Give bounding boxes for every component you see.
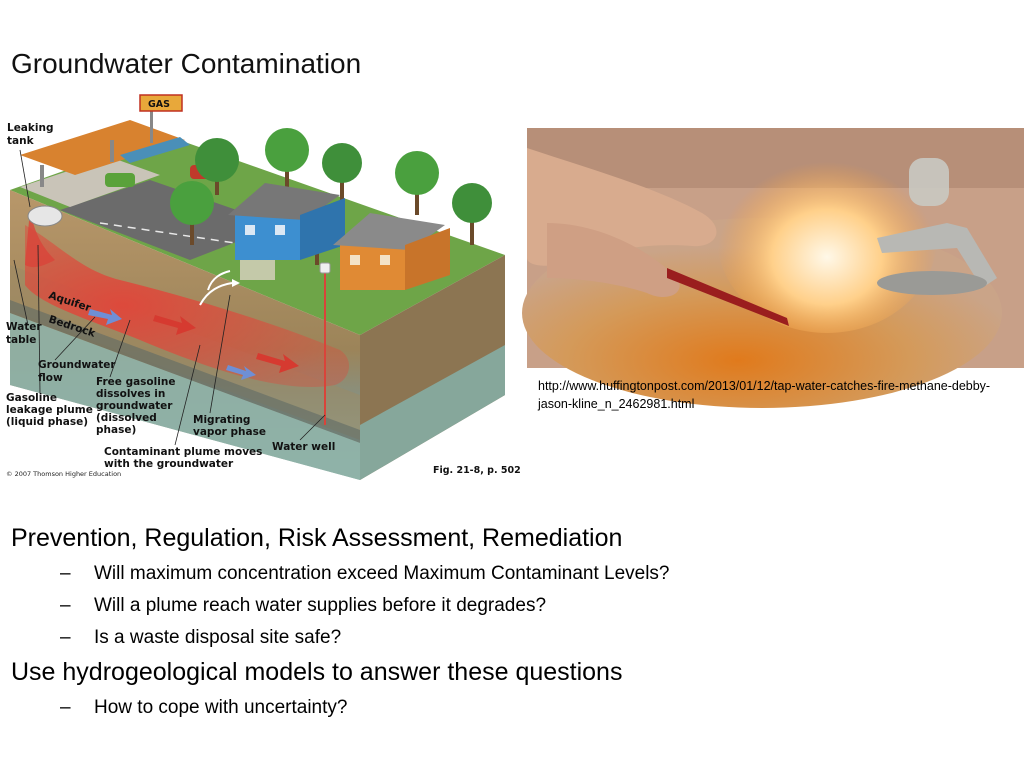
groundwater-flow-arrow-2 [226, 365, 256, 380]
tap-water-fire-photo [522, 128, 1024, 408]
label-leaking-tank-1: Leaking [7, 122, 53, 134]
water-well [319, 262, 331, 274]
dash-marker: – [60, 595, 71, 616]
sub-bullet-plume: – Will a plume reach water supplies befo… [11, 590, 1011, 622]
bullet-prevention: Prevention, Regulation, Risk Assessment,… [11, 524, 623, 552]
diagram-copyright: © 2007 Thomson Higher Education [6, 470, 121, 478]
bedrock-layer [10, 300, 360, 443]
plume-flow-arrow-2 [256, 353, 299, 373]
label-plume-1: Contaminant plume moves [104, 446, 262, 458]
gas-sign-text: GAS [148, 99, 170, 110]
sub-bullet-uncertainty: – How to cope with uncertainty? [11, 692, 1011, 724]
sub-bullet-text: Is a waste disposal site safe? [94, 627, 342, 648]
bullet-list: Prevention, Regulation, Risk Assessment,… [11, 520, 1011, 724]
label-vapor-1: Migrating [193, 414, 250, 426]
label-gw-flow-2: flow [38, 372, 63, 384]
figure-reference: Fig. 21-8, p. 502 [433, 465, 521, 476]
blue-house [228, 183, 345, 280]
green-car [105, 173, 135, 187]
sub-bullet-text: How to cope with uncertainty? [94, 697, 348, 718]
sub-bullet-mcl: – Will maximum concentration exceed Maxi… [11, 558, 1011, 590]
hands [527, 148, 717, 298]
sub-bullet-text: Will maximum concentration exceed Maximu… [94, 563, 670, 584]
vapor-arrow-1 [199, 282, 233, 306]
plume-flow-arrow-1 [153, 315, 196, 335]
label-leakage-2: leakage plume [6, 404, 93, 416]
groundwater-contamination-diagram: GAS Leaking t [6, 94, 521, 480]
label-free-gas-5: phase) [96, 424, 136, 436]
orange-house [333, 213, 450, 290]
label-leakage-1: Gasoline [6, 392, 57, 404]
label-plume-2: with the groundwater [104, 458, 234, 470]
gas-station-canopy [20, 120, 185, 175]
label-leakage-3: (liquid phase) [6, 416, 88, 428]
slide-title: Groundwater Contamination [11, 48, 362, 79]
contaminant-plume [25, 225, 350, 387]
label-free-gas-3: groundwater [96, 400, 173, 412]
leakage-plume [25, 210, 55, 268]
gas-sign [139, 94, 183, 112]
groundwater-flow-arrow [88, 309, 122, 325]
label-water-well: Water well [272, 441, 335, 453]
label-water-table-1: Water [6, 321, 42, 333]
lighter-icon [667, 268, 789, 326]
dash-marker: – [60, 563, 71, 584]
faucet-icon [877, 158, 997, 295]
label-leaking-tank-2: tank [7, 135, 35, 147]
label-gw-flow-1: Groundwater [38, 359, 116, 371]
label-free-gas-2: dissolves in [96, 388, 165, 400]
sub-bullet-text: Will a plume reach water supplies before… [94, 595, 547, 616]
bullet-models: Use hydrogeological models to answer the… [11, 658, 623, 686]
label-vapor-2: vapor phase [193, 426, 266, 438]
photo-source-caption: http://www.huffingtonpost.com/2013/01/12… [538, 379, 991, 411]
leaking-tank [27, 205, 63, 227]
dash-marker: – [60, 697, 71, 718]
label-free-gas-4: (dissolved [96, 412, 157, 424]
sub-bullet-waste-site: – Is a waste disposal site safe? [11, 622, 1011, 654]
dash-marker: – [60, 627, 71, 648]
road [60, 180, 280, 260]
label-water-table-2: table [6, 334, 36, 346]
label-free-gas-1: Free gasoline [96, 376, 175, 388]
